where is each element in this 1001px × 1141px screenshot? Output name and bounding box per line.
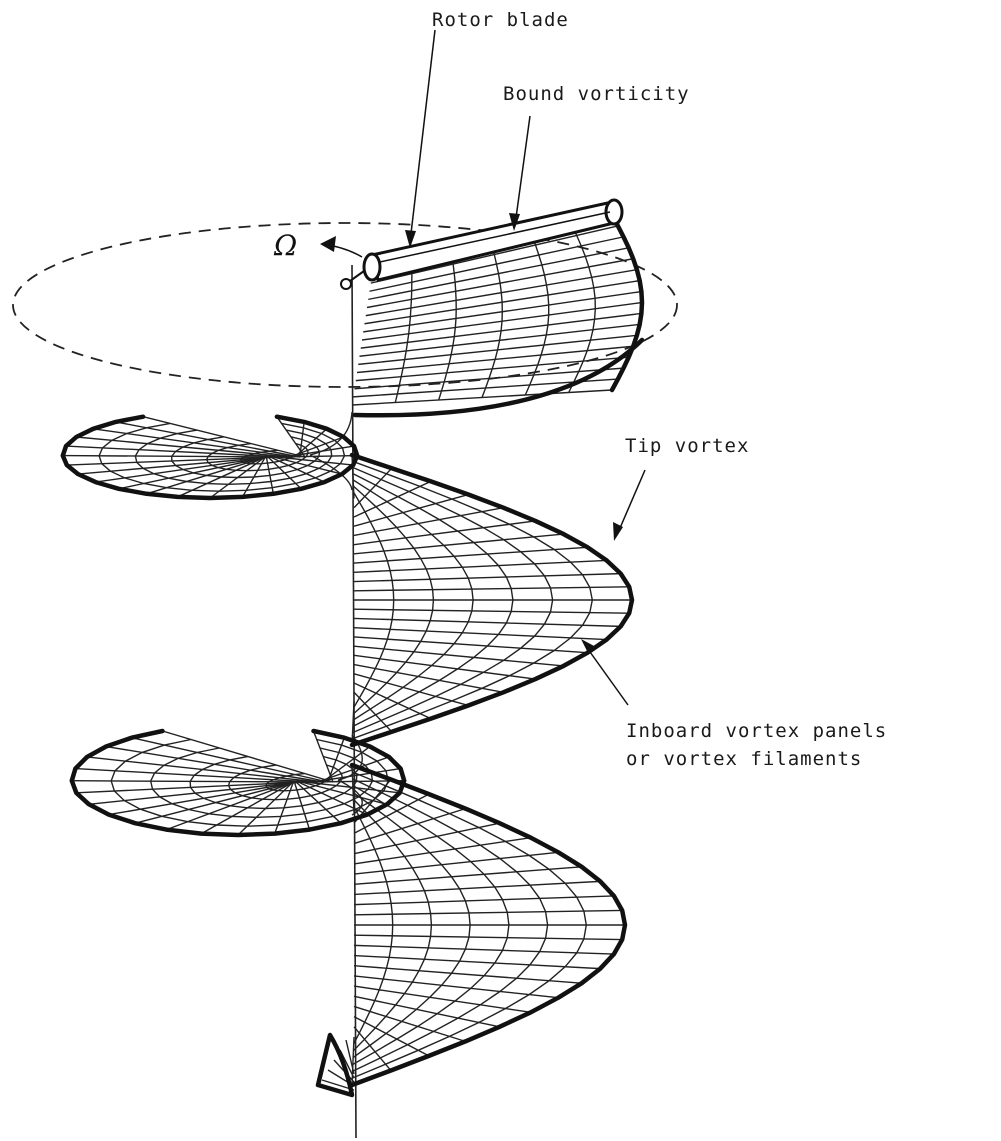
right-lobe-1-radial-line [354,628,607,640]
inboard-panels-label-line1: Inboard vortex panels [626,720,887,742]
right-lobe-1-radial-line [354,609,629,613]
tip-vortex-label: Tip vortex [625,435,749,457]
right-lobe-1-radial-line [354,574,621,582]
right-lobe-1-radial-line [354,655,535,679]
tip-vortex-leader [613,470,645,541]
right-lobe-2-radial-line [354,956,600,969]
bound-vorticity-label: Bound vorticity [503,83,690,105]
omega-label: Ω [273,229,297,262]
bound-vorticity-leader [509,116,530,231]
inboard-panels-leader [581,639,628,705]
right-lobe-2-radial-line [354,935,622,939]
right-lobe-2-radial-line [354,881,600,894]
rotor-blade-leader [405,30,435,248]
right-lobe-2-radial-line [354,838,531,864]
right-lobe-1-radial-line [354,547,588,563]
left-lobe-1-tip-edge [63,417,357,498]
right-lobe-2-radial-line [354,966,582,983]
right-lobe-2-radial-line [354,986,531,1012]
rotor-disk-dashed-ellipse [13,223,677,387]
rotation-arrow [320,236,362,257]
right-lobe-2-radial-line [354,896,614,905]
left-lobe-2-ring-curve [111,740,388,827]
right-lobe-1-radial-line [354,637,588,653]
right-lobe-1-radial-line [354,560,607,572]
right-lobe-2-radial-line [354,867,582,884]
right-lobe-1-radial-line [354,587,629,591]
right-lobe-1-radial-line [354,521,535,545]
right-lobe-1-radial-line [354,618,621,626]
left-lobe-1-join-line [310,412,352,455]
right-lobe-2-radial-line [354,945,614,954]
inboard-panels-label-line2: or vortex filaments [626,748,862,770]
rotor-blade-label: Rotor blade [432,9,569,31]
right-lobe-2-radial-line [354,910,622,914]
